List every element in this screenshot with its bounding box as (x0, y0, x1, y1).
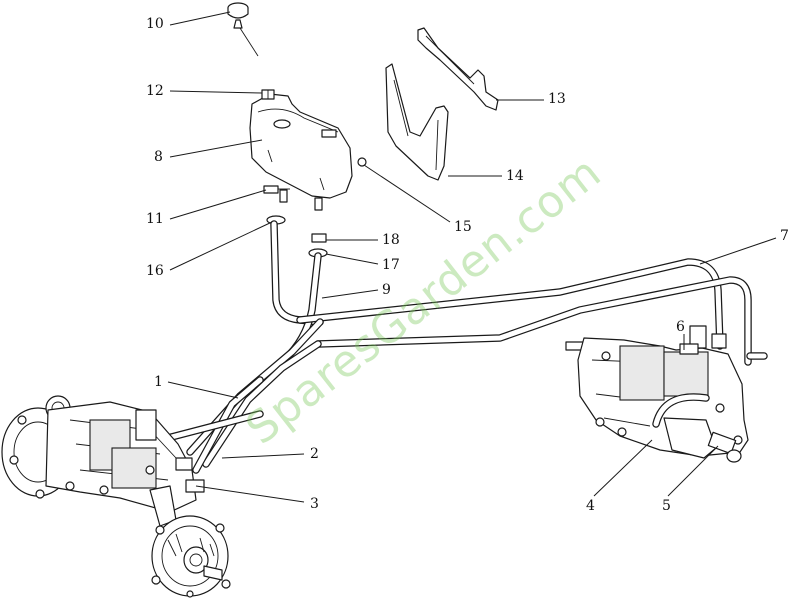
callout-9: 9 (382, 282, 391, 298)
callout-18: 18 (382, 232, 400, 248)
callout-1: 1 (154, 374, 163, 390)
left-transaxle (1, 395, 231, 598)
callout-4: 4 (586, 498, 595, 514)
hose-1 (156, 318, 324, 474)
oil-reservoir (249, 89, 353, 211)
hose-7 (296, 258, 768, 366)
callout-11: 11 (146, 211, 164, 227)
callout-12: 12 (146, 83, 164, 99)
nut-15 (357, 157, 367, 167)
fitting-11 (263, 185, 290, 194)
callout-15: 15 (454, 219, 472, 235)
callout-2: 2 (310, 446, 319, 462)
right-transaxle (565, 325, 749, 463)
callout-14: 14 (506, 168, 524, 184)
callout-6: 6 (676, 319, 685, 335)
callout-10: 10 (146, 16, 164, 32)
bracket-13 (417, 27, 499, 111)
leader-lines (167, 11, 777, 503)
callout-13: 13 (548, 91, 566, 107)
callout-8: 8 (154, 149, 163, 165)
callout-5: 5 (662, 498, 671, 514)
callout-17: 17 (382, 257, 400, 273)
callout-16: 16 (146, 263, 164, 279)
callout-7: 7 (780, 228, 789, 244)
fitting-18 (311, 233, 327, 243)
callout-3: 3 (310, 496, 319, 512)
bracket-14 (385, 63, 449, 181)
dipstick (227, 2, 259, 57)
